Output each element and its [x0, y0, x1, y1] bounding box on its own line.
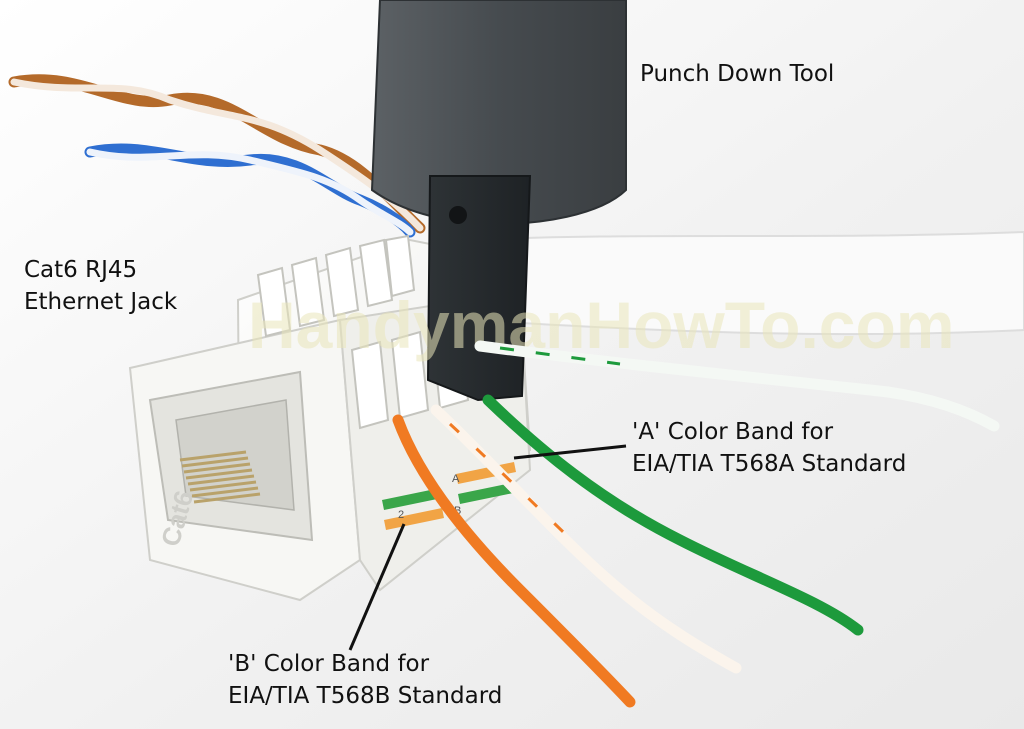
pointer-b — [348, 523, 406, 651]
band-a-label-line1: 'A' Color Band for — [632, 419, 834, 445]
punch-tool-label-text: Punch Down Tool — [640, 61, 835, 87]
band-b-label: 'B' Color Band for EIA/TIA T568B Standar… — [228, 648, 502, 712]
brown-white-wire — [10, 78, 424, 232]
white-cable — [469, 230, 1024, 336]
orange-white-wire — [430, 404, 742, 674]
pointer-a — [513, 444, 627, 460]
band-b-label-line2: EIA/TIA T568B Standard — [228, 683, 503, 709]
jack-label-line2: Ethernet Jack — [24, 289, 178, 315]
color-band-b — [384, 482, 518, 530]
gold-contacts — [179, 450, 261, 504]
jack-label-line1: Cat6 RJ45 — [24, 257, 138, 283]
watermark: HandymanHowTo.com — [248, 288, 955, 362]
jack-pin-b: B — [454, 505, 461, 517]
green-wire — [482, 394, 864, 636]
jack-pin-2: 2 — [398, 509, 404, 521]
band-b-label-line1: 'B' Color Band for — [228, 651, 430, 677]
jack-pin-a: A — [452, 473, 460, 485]
punch-tool-label: Punch Down Tool — [640, 58, 834, 90]
band-a-label: 'A' Color Band for EIA/TIA T568A Standar… — [632, 416, 906, 480]
blue-white-wire — [86, 148, 414, 236]
jack-label: Cat6 RJ45 Ethernet Jack — [24, 254, 177, 318]
orange-wire — [392, 414, 636, 708]
band-a-label-line2: EIA/TIA T568A Standard — [632, 451, 907, 477]
